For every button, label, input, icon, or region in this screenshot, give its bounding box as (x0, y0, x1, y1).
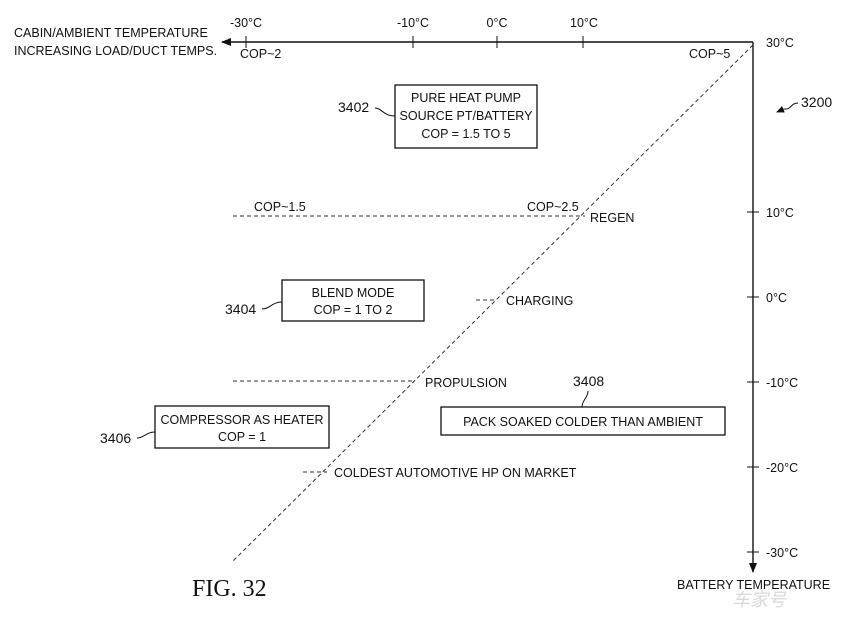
compressor-line1: COMPRESSOR AS HEATER (161, 413, 324, 427)
right-tick-label: -20°C (766, 461, 798, 475)
blend-mode-box: BLEND MODE COP = 1 TO 2 3404 (225, 279, 425, 322)
figure-number-arrow (776, 102, 799, 113)
cop-right-label: COP~5 (689, 47, 730, 61)
heat-pump-ref: 3402 (338, 99, 369, 115)
compressor-box: COMPRESSOR AS HEATER COP = 1 3406 (100, 405, 330, 449)
pack-soaked-box: PACK SOAKED COLDER THAN AMBIENT 3408 (440, 373, 726, 436)
heat-pump-line2: SOURCE PT/BATTERY (400, 109, 534, 123)
blend-mode-line2: COP = 1 TO 2 (314, 303, 393, 317)
pack-soaked-box-frame (440, 406, 726, 436)
heat-pump-box-frame (394, 84, 538, 149)
top-tick-label: -30°C (230, 16, 262, 30)
pack-soaked-leader (581, 390, 589, 408)
blend-mode-box-frame (281, 279, 425, 322)
compressor-ref: 3406 (100, 430, 131, 446)
top-tick-label: 30°C (766, 36, 794, 50)
figure-number: 3200 (776, 94, 832, 113)
blend-mode-leader (261, 301, 283, 310)
coldest-hp-label: COLDEST AUTOMOTIVE HP ON MARKET (334, 466, 577, 480)
top-tick-label: 0°C (487, 16, 508, 30)
top-axis: CABIN/AMBIENT TEMPERATURE INCREASING LOA… (14, 16, 794, 61)
blend-mode-ref: 3404 (225, 301, 256, 317)
compressor-line2: COP = 1 (218, 430, 266, 444)
top-axis-title-line2: INCREASING LOAD/DUCT TEMPS. (14, 44, 217, 58)
figure-number-label: 3200 (801, 94, 832, 110)
right-tick-label: -30°C (766, 546, 798, 560)
cop-left-label: COP~2 (240, 47, 281, 61)
heat-pump-line1: PURE HEAT PUMP (411, 91, 521, 105)
heat-pump-line3: COP = 1.5 TO 5 (421, 127, 510, 141)
right-tick-label: 0°C (766, 291, 787, 305)
pack-soaked-ref: 3408 (573, 373, 604, 389)
top-tick-label: 10°C (570, 16, 598, 30)
right-axis: 10°C 0°C -10°C -20°C -30°C BATTERY TEMPE… (677, 42, 830, 592)
cop-2-5-label: COP~2.5 (527, 200, 579, 214)
diagonal-boundary-line (232, 44, 754, 562)
regen-label: REGEN (590, 211, 634, 225)
propulsion-label: PROPULSION (425, 376, 507, 390)
figure-label: FIG. 32 (192, 576, 267, 602)
heat-pump-box: PURE HEAT PUMP SOURCE PT/BATTERY COP = 1… (338, 84, 538, 149)
top-tick-label: -10°C (397, 16, 429, 30)
watermark-logo: 车家号 (732, 590, 787, 610)
charging-label: CHARGING (506, 294, 573, 308)
right-axis-title: BATTERY TEMPERATURE (677, 578, 830, 592)
right-tick-label: -10°C (766, 376, 798, 390)
right-tick-label: 10°C (766, 206, 794, 220)
blend-mode-line1: BLEND MODE (312, 286, 395, 300)
compressor-box-frame (154, 405, 330, 449)
heat-pump-leader (374, 107, 396, 117)
compressor-leader (136, 431, 156, 439)
cop-1-5-label: COP~1.5 (254, 200, 306, 214)
top-axis-title-line1: CABIN/AMBIENT TEMPERATURE (14, 26, 208, 40)
pack-soaked-line1: PACK SOAKED COLDER THAN AMBIENT (463, 415, 703, 429)
